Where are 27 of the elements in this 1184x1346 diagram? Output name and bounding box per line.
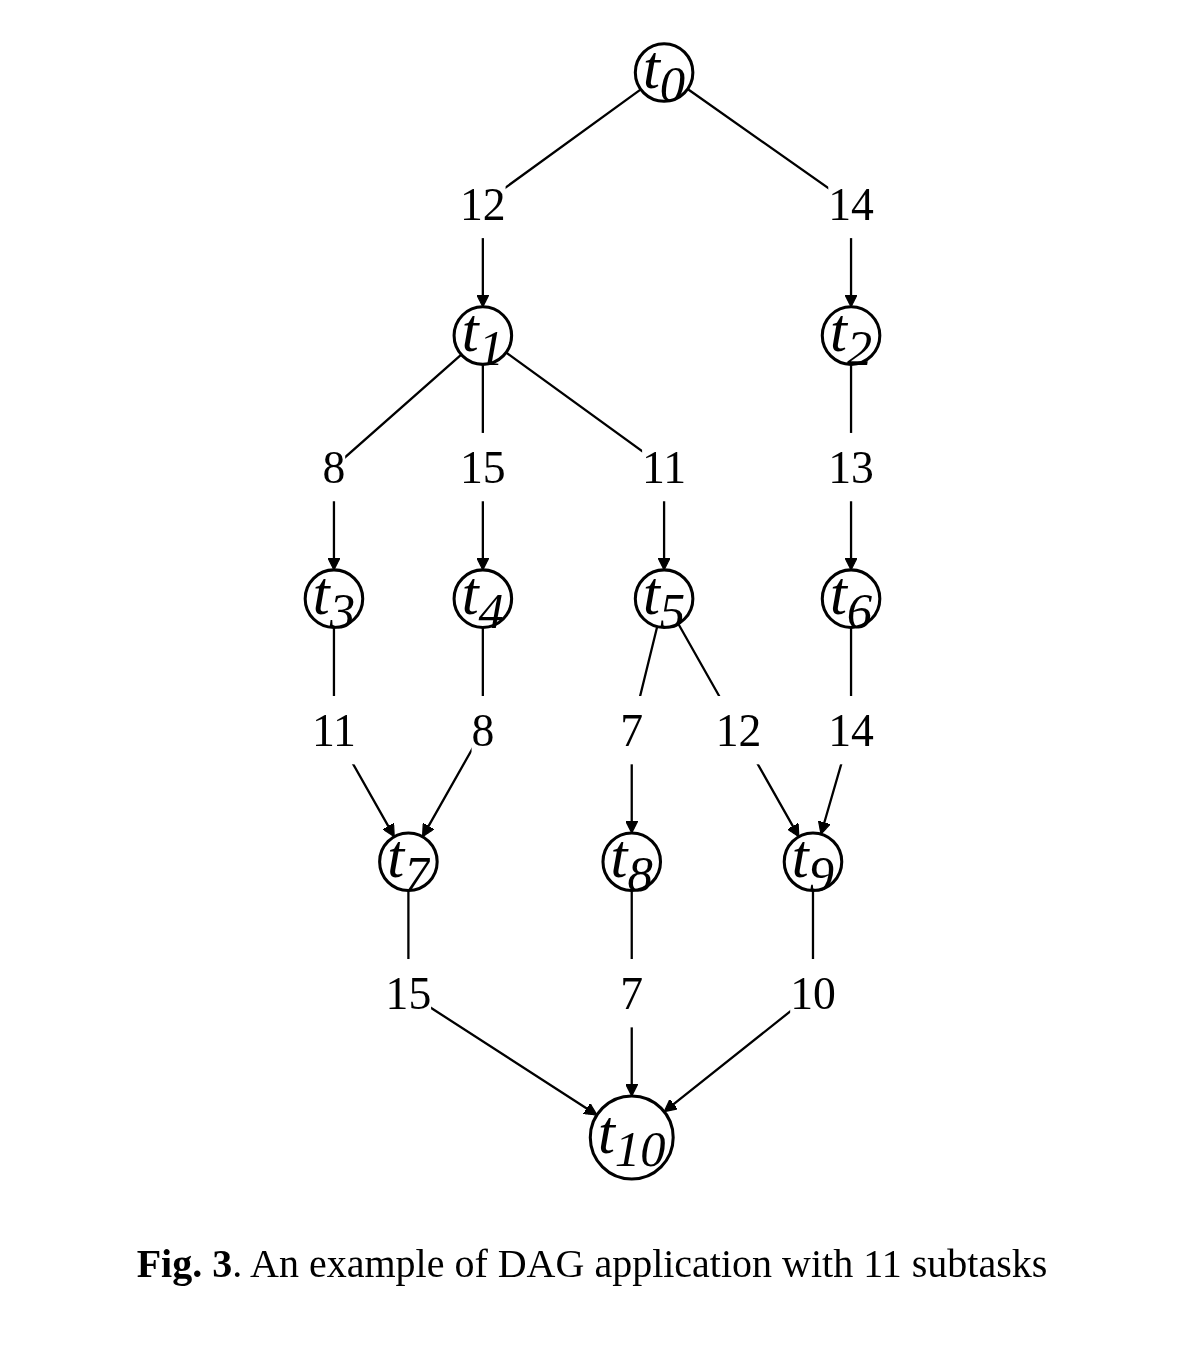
node-circle [452, 568, 513, 629]
node-circle [820, 305, 881, 366]
edge-label: 15 [459, 442, 506, 493]
edge-label: 15 [385, 968, 431, 1019]
node-circle [588, 1094, 675, 1181]
edge-label: 8 [322, 442, 345, 493]
edge-label: 8 [470, 705, 494, 756]
edge-label: 12 [715, 705, 761, 756]
node-circle [782, 831, 843, 893]
figure-caption: Fig. 3. An example of DAG application with 11 subtasks [136, 1240, 1048, 1287]
edge-label: 13 [827, 442, 874, 493]
node-circle [377, 831, 439, 893]
node-circle [820, 568, 881, 629]
node-circle [633, 568, 694, 629]
edge-label: 11 [641, 442, 686, 493]
edge-label: 14 [827, 178, 874, 230]
edge-label: 14 [827, 705, 874, 756]
node-circle [303, 568, 364, 629]
edge-label: 7 [619, 968, 643, 1019]
node-circle [600, 831, 662, 893]
edge-label: 7 [619, 705, 643, 756]
edge-label: 12 [459, 178, 506, 230]
edge-label: 10 [789, 968, 836, 1019]
edge-label: 11 [311, 705, 356, 756]
node-circle [452, 305, 513, 366]
arrow [676, 623, 799, 838]
node-circle [633, 42, 694, 103]
